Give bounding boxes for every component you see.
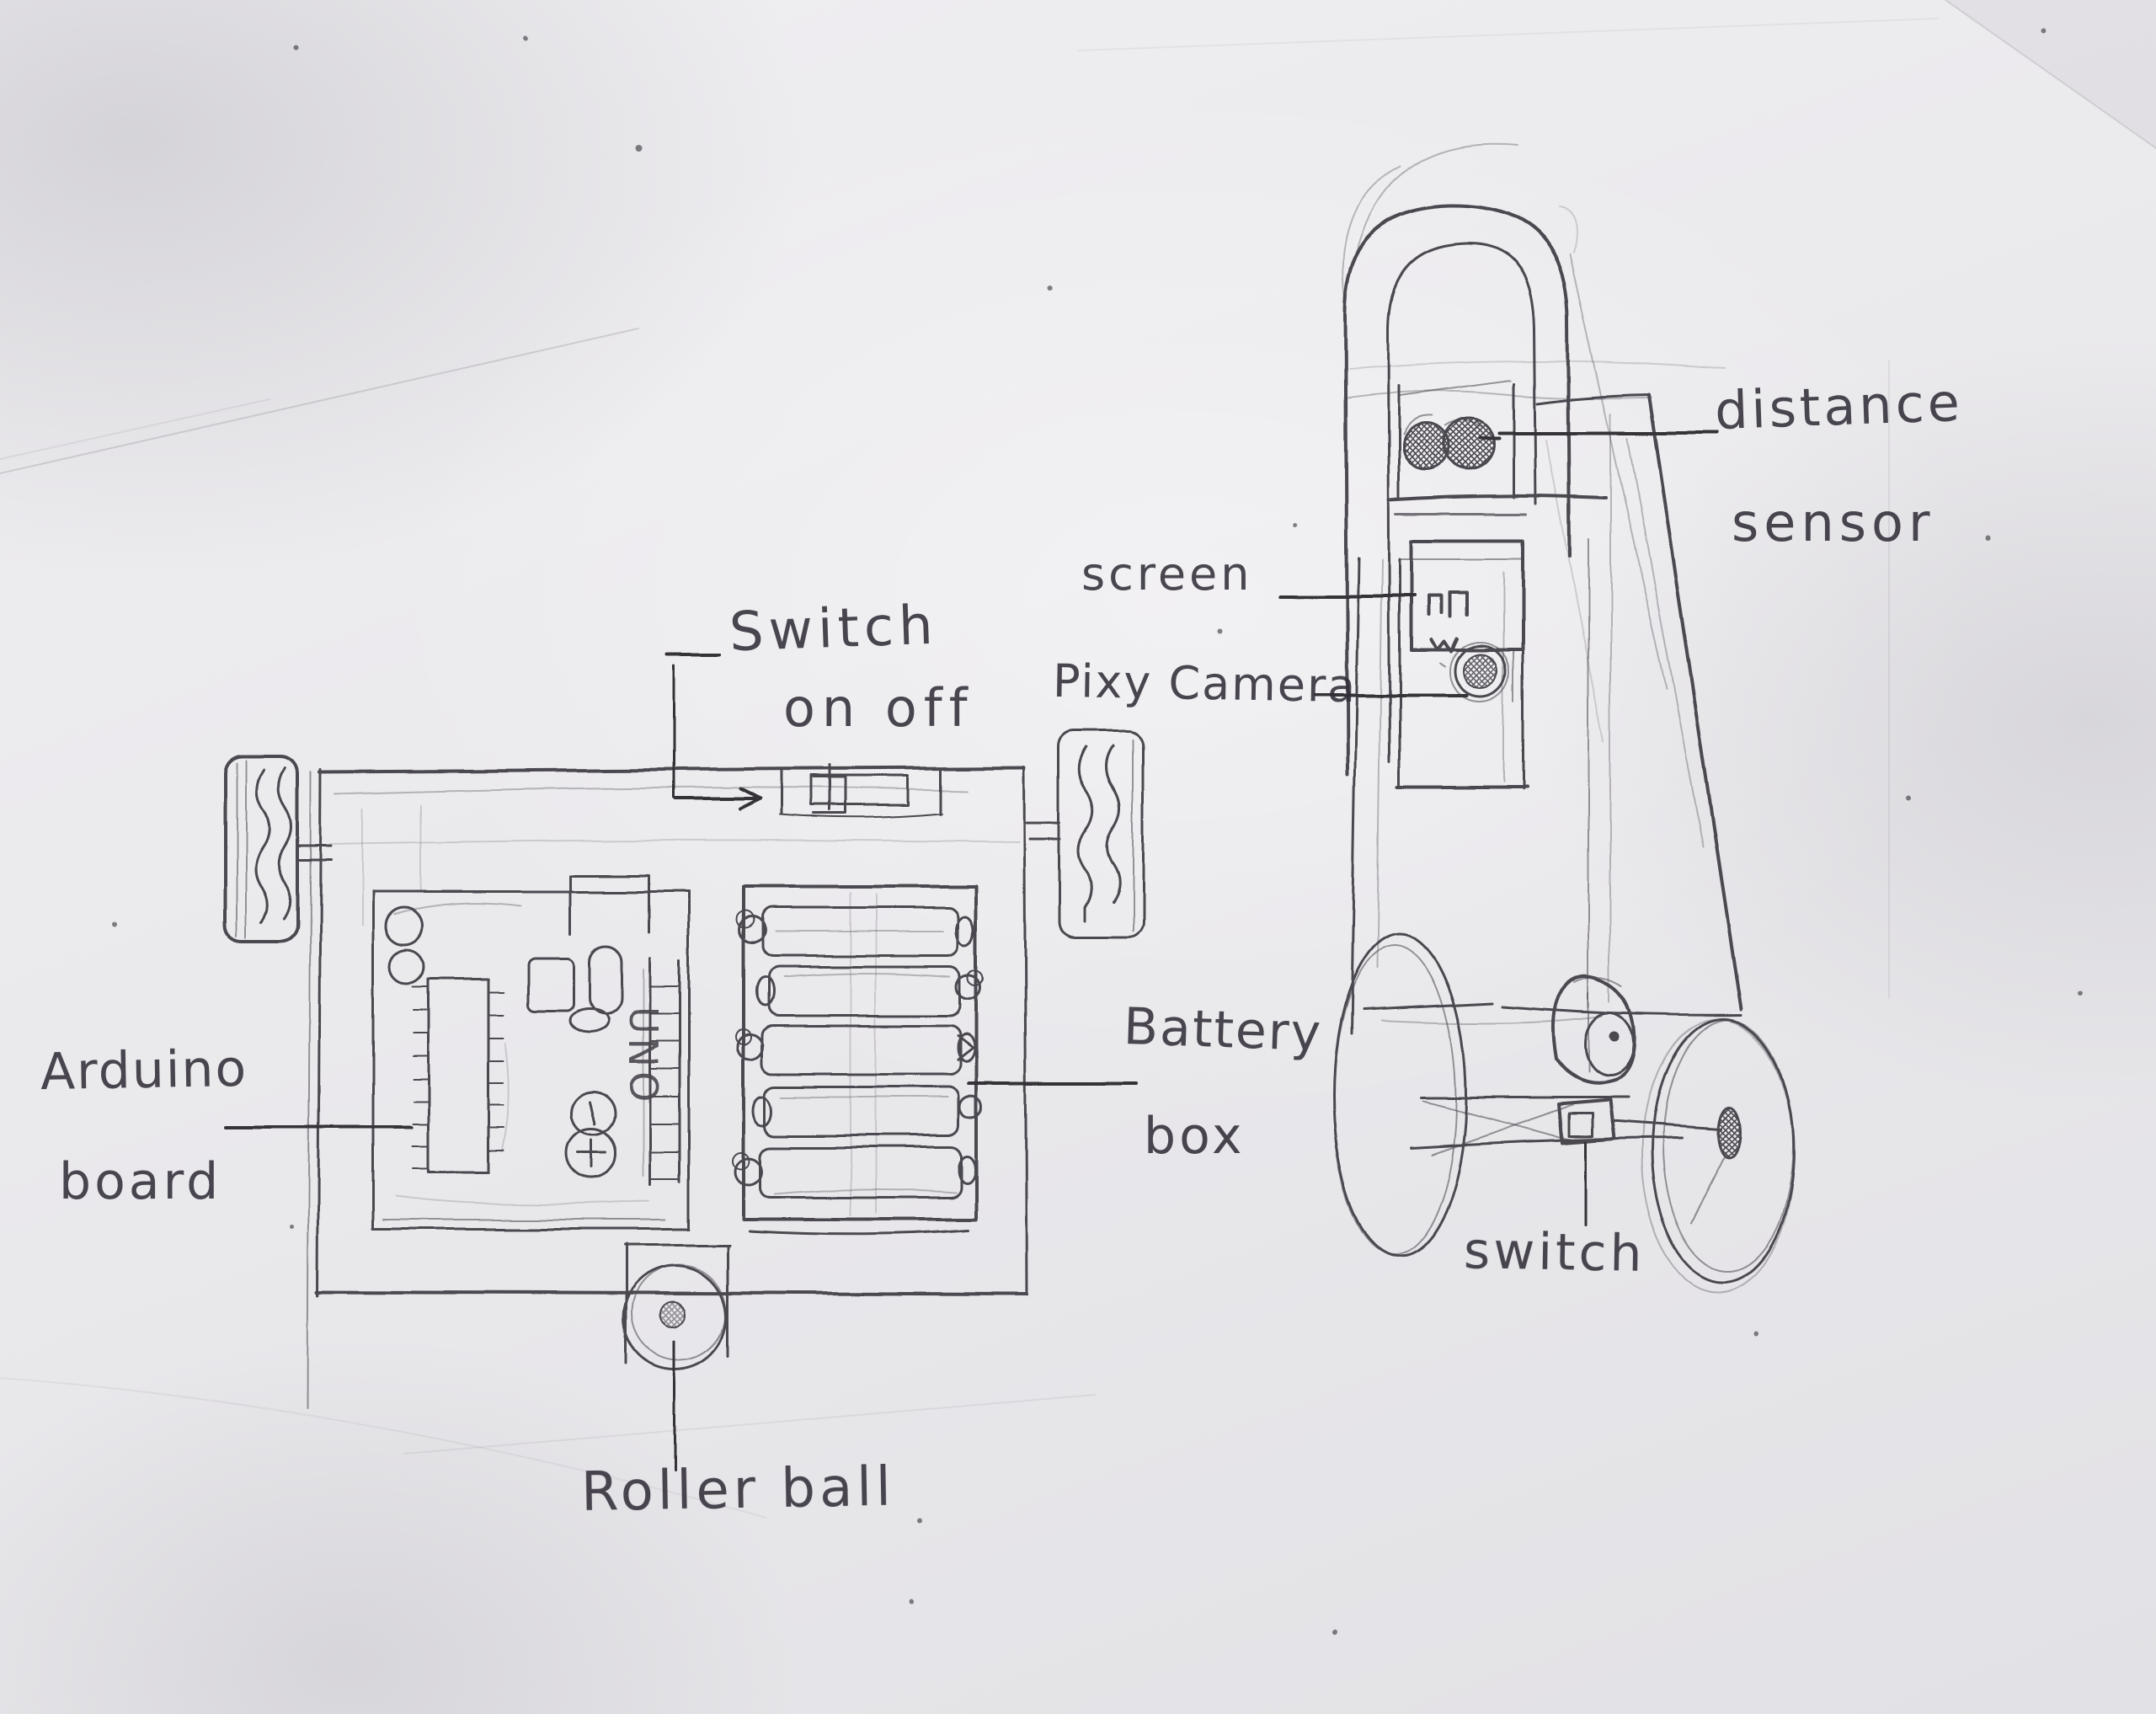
paper-creases: [0, 0, 2156, 1455]
axle-switch-drawing: [1410, 1096, 1721, 1155]
chassis-top-view-drawing: UNO: [223, 653, 1145, 1471]
sensor-eye-left: [1401, 422, 1450, 471]
label-switch-on-off-line2: on off: [783, 677, 974, 739]
label-switch-on-off-line1: Switch: [728, 594, 939, 665]
label-leader-lines-right: [1277, 431, 1720, 1227]
label-distance-sensor-line1: distance: [1713, 371, 1964, 442]
battery-cell: [736, 906, 975, 958]
battery-box-drawing: [732, 885, 984, 1236]
label-battery-box-line2: box: [1144, 1107, 1246, 1166]
robot-body-outline: [1347, 254, 1742, 1036]
corner-fold-shadow: [1945, 0, 2156, 148]
label-distance-sensor-line2: sensor: [1732, 492, 1935, 553]
front-left-wheel: [1331, 932, 1468, 1257]
camera-lens: [1463, 654, 1498, 689]
drive-wheels-drawing: [1331, 932, 1796, 1293]
power-symbol-minus: [569, 1090, 616, 1137]
battery-cell: [735, 1024, 976, 1076]
switch-arrowhead: [739, 787, 762, 810]
roller-ball-drawing: [622, 1242, 731, 1370]
screen-glyphs: [1428, 592, 1469, 619]
handle-arch-drawing: [1342, 142, 1577, 775]
label-pixy-camera: Pixy Camera: [1052, 654, 1358, 713]
power-switch-drawing: [779, 763, 943, 819]
pencil-specks: [113, 28, 2083, 1635]
distance-leader: [1478, 431, 1720, 440]
pin-header-strip: [648, 956, 681, 1187]
screen-drawing: [1396, 539, 1528, 790]
motor-drawing: [1550, 975, 1637, 1085]
ic-chip: [426, 978, 490, 1174]
label-screen: screen: [1081, 547, 1253, 601]
label-arduino-board-line1: Arduino: [40, 1039, 248, 1103]
left-wheel-drawing: [223, 755, 333, 943]
label-roller-ball: Roller ball: [580, 1455, 896, 1524]
battery-cell: [751, 1085, 983, 1137]
axle-switch-box: [1558, 1098, 1616, 1145]
robot-front-view-drawing: [1277, 142, 1796, 1293]
power-symbol-plus: [565, 1128, 617, 1180]
label-arduino-board-line2: board: [59, 1152, 222, 1211]
right-wheel-drawing: [1025, 729, 1145, 939]
sensor-eye-right: [1442, 417, 1496, 471]
distance-sensor-drawing: [1387, 380, 1607, 515]
battery-cell: [732, 1145, 977, 1199]
screen-glyph-w: [1430, 638, 1459, 654]
label-battery-box-line1: Battery: [1122, 996, 1324, 1064]
pixy-camera-drawing: [1449, 642, 1514, 702]
usb-connector: [568, 874, 650, 936]
label-axle-switch: switch: [1463, 1221, 1646, 1284]
label-leader-lines-left: [224, 653, 1137, 1471]
chassis-outline: [307, 766, 1028, 1409]
wheel-hub: [1716, 1105, 1741, 1159]
arduino-board-drawing: UNO: [371, 874, 691, 1231]
battery-cell: [755, 965, 984, 1017]
